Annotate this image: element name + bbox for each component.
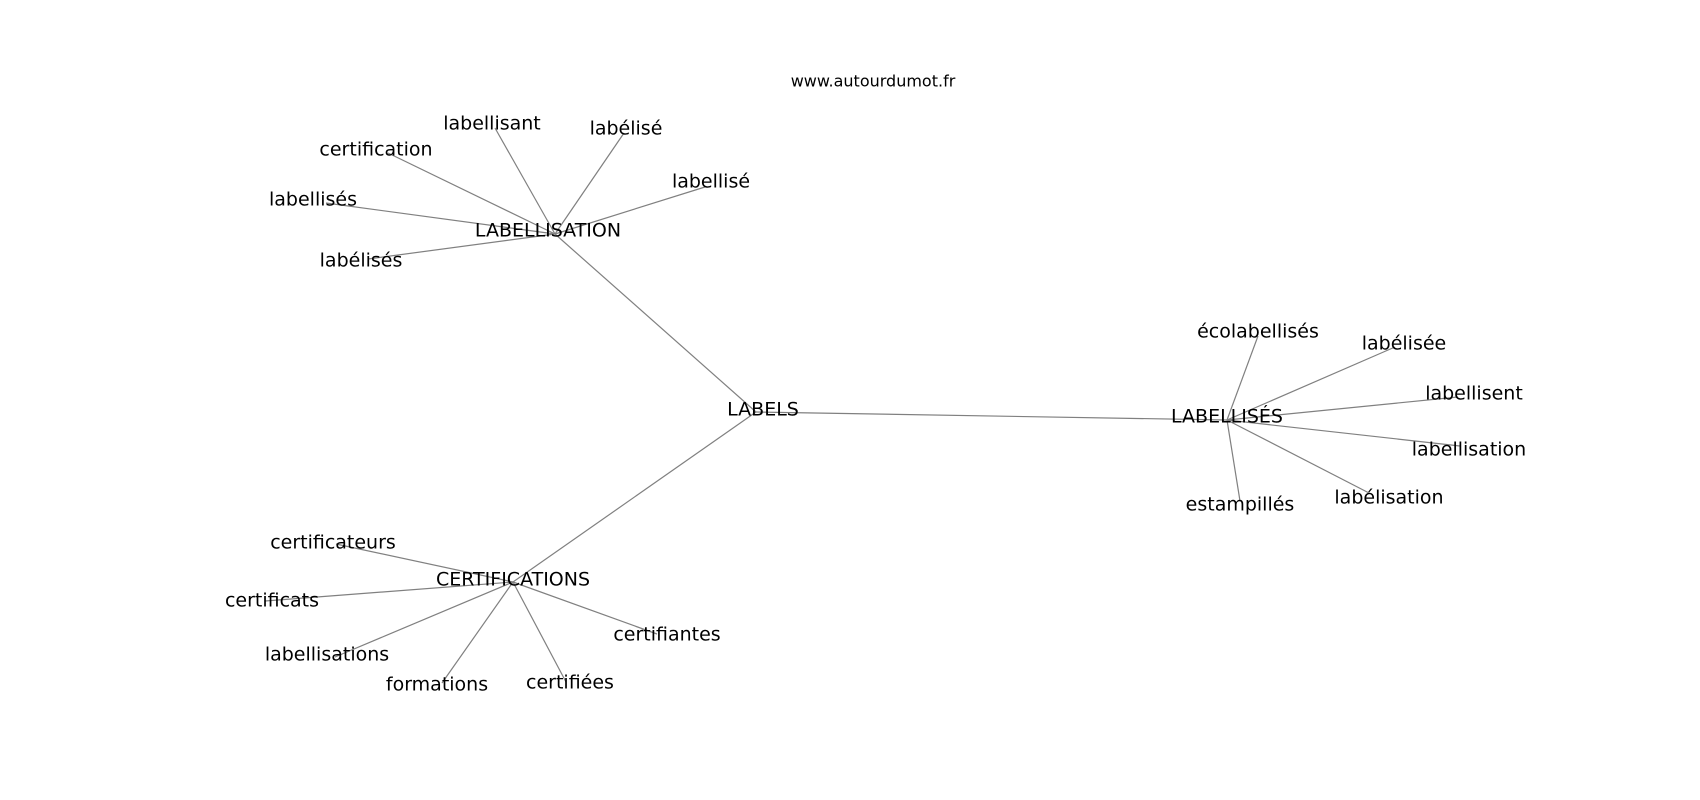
word-node-label: formations [386,674,488,696]
edge-labellisation-word-2 [387,152,556,235]
word-node-label: labellisent [1425,383,1523,405]
word-node-label: certificateurs [270,532,396,554]
edge-center-to-labellisation [554,233,757,413]
edge-certifications-word-5 [512,581,658,635]
center-node-label: LABELS [727,399,799,421]
edge-labellisation-word-4 [325,202,556,235]
edge-certifications-word-2 [334,581,514,658]
word-node-label: labellisé [672,171,750,193]
group-node-label-labellisation: LABELLISATION [475,220,621,242]
graph-labels: www.autourdumot.fr LABELS LABELLISATION l… [225,72,1526,696]
word-node-label: écolabellisés [1197,321,1319,343]
edge-labellises-word-4 [1226,419,1372,495]
word-node-label: labélisation [1334,487,1443,509]
edge-certifications-word-1 [264,581,514,602]
edge-labellises-word-5 [1226,419,1241,502]
edge-center-to-certifications [512,411,757,583]
edge-labellises-word-3 [1226,419,1461,447]
group-node-label-labellises: LABELLISÉS [1171,405,1283,428]
word-node-label: certificats [225,590,319,612]
edge-certifications-word-4 [512,581,567,683]
word-node-label: labellisation [1412,439,1526,461]
edge-center-to-labellises [755,411,1228,421]
edge-labellisation-word-3 [554,186,706,235]
edge-labellisation-word-0 [494,127,556,235]
edge-labellises-word-1 [1226,346,1396,421]
word-node-label: labellisant [443,113,541,135]
word-node-label: labellisations [265,644,389,666]
edge-labellises-word-0 [1226,335,1259,421]
word-node-label: certifiantes [613,624,720,646]
word-node-label: certification [319,139,432,161]
word-node-label: labellisés [269,189,357,211]
word-node-label: labélisée [1362,333,1447,355]
edge-labellisation-word-5 [367,233,556,260]
group-node-label-certifications: CERTIFICATIONS [436,569,590,591]
graph-edges [264,127,1461,684]
word-node-label: estampillés [1186,494,1295,516]
word-node-label: labélisé [590,118,663,140]
word-node-label: certifiées [526,672,614,694]
word-node-label: labélisés [320,250,403,272]
edge-labellises-word-2 [1226,396,1459,421]
source-watermark: www.autourdumot.fr [791,72,956,91]
edge-labellisation-word-1 [554,132,625,235]
edge-certifications-word-3 [441,581,514,684]
edge-certifications-word-0 [335,543,514,583]
